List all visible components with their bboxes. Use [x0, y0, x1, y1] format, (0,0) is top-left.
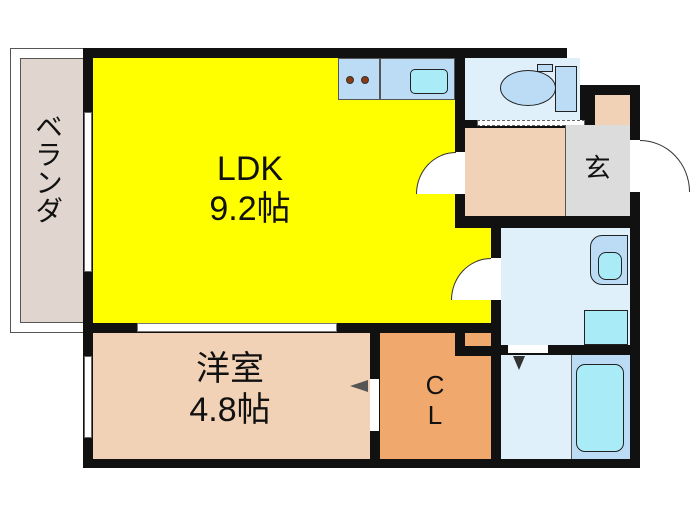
- ldk-window: [84, 112, 92, 272]
- closet-label-c: C: [425, 370, 445, 400]
- ldk-name: LDK: [216, 150, 284, 188]
- washbasin-bowl-icon: [598, 252, 622, 280]
- toilet-tank-icon: [555, 66, 577, 112]
- room-hall: [465, 128, 565, 216]
- kitchen-sink-icon: [410, 69, 448, 94]
- western-door-opening: [370, 379, 379, 431]
- veranda-label: ベランダ: [32, 112, 63, 224]
- washing-machine-icon: [584, 310, 628, 345]
- western-window: [84, 356, 92, 438]
- notch-white-2: [640, 85, 650, 475]
- veranda: [20, 58, 84, 323]
- washroom-door-opening: [491, 258, 501, 300]
- hall-door-opening: [455, 152, 465, 194]
- closet-label-l: L: [427, 400, 443, 430]
- stove-burner-icon: [346, 76, 354, 84]
- wall-ldk-right: [455, 58, 465, 228]
- ldk-size: 9.2帖: [209, 190, 291, 228]
- entrance-door-swing: [640, 140, 690, 192]
- closet-corner-fill: [465, 333, 491, 346]
- room-ldk: [93, 58, 455, 323]
- sliding-door-ldk-western: [137, 323, 337, 332]
- stove-burner-icon: [361, 76, 369, 84]
- room-entrance: [565, 125, 630, 216]
- wall-wash-bath: [501, 345, 630, 355]
- kitchen-divider: [379, 58, 381, 100]
- notch-white: [567, 48, 647, 85]
- toilet-lid-icon: [537, 64, 553, 72]
- toilet-sliding-door: [477, 120, 585, 126]
- room-western: [93, 333, 370, 459]
- room-bathroom-floor: [501, 355, 571, 459]
- wall-ldk-step: [455, 218, 501, 228]
- wall-ldk-right2: [491, 218, 501, 468]
- bathtub-icon: [576, 364, 624, 452]
- western-size: 4.8帖: [189, 391, 271, 429]
- bath-door-arrow-icon: [513, 356, 525, 370]
- western-door-arrow-icon: [350, 380, 368, 392]
- bath-door: [508, 345, 548, 353]
- room-hall-upper: [595, 95, 630, 125]
- entrance-door-opening: [630, 140, 640, 192]
- western-name: 洋室: [196, 350, 264, 388]
- entrance-label: 玄: [584, 153, 611, 183]
- toilet-bowl-icon: [500, 70, 556, 106]
